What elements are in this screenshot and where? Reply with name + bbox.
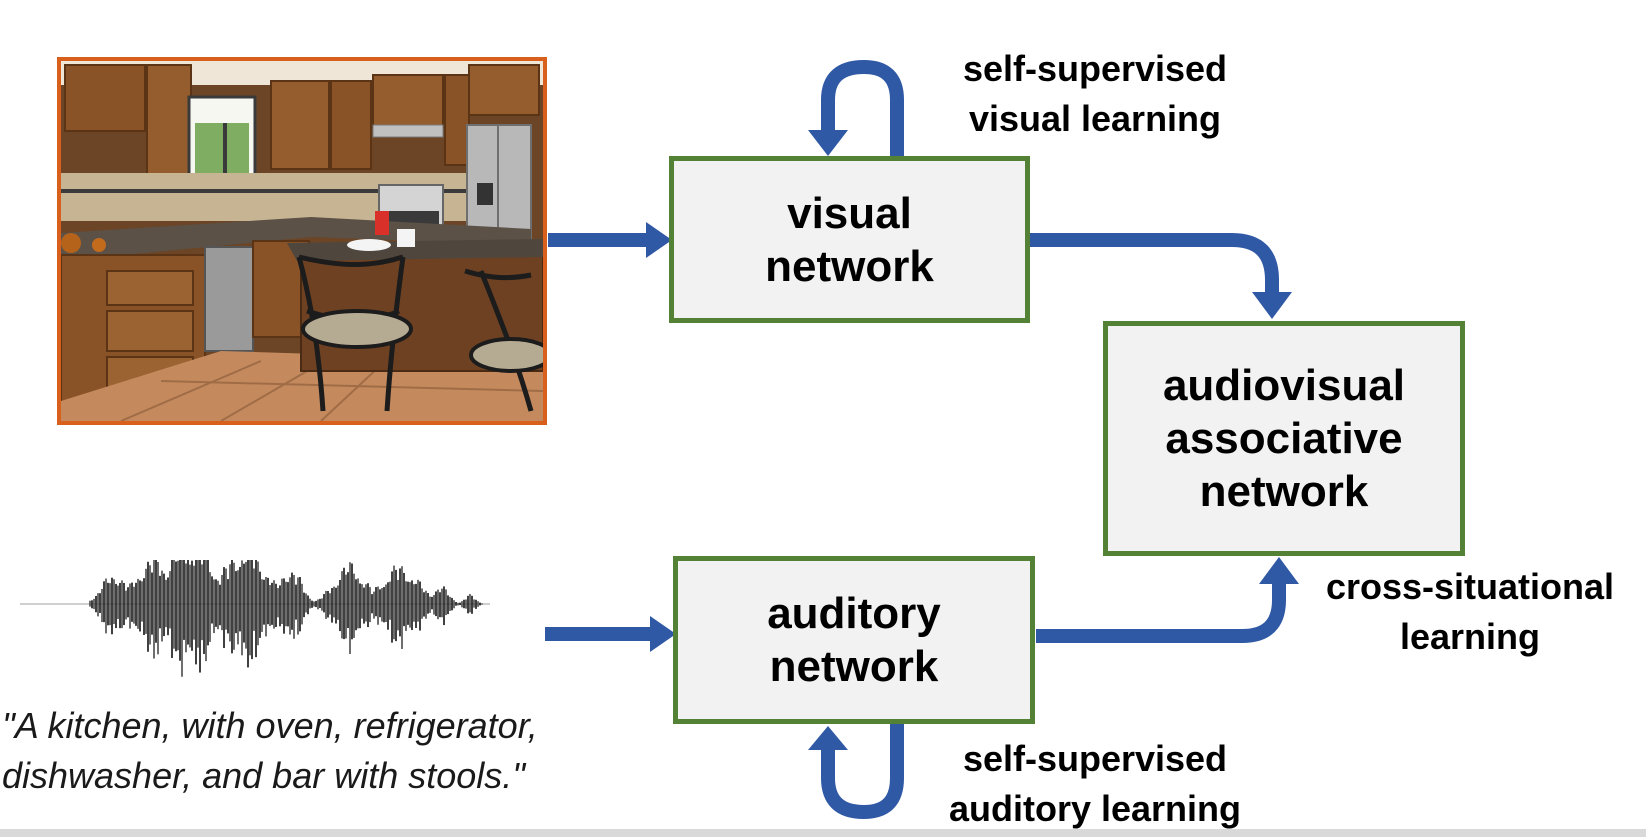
- arrow-visual-to-av-line: [1030, 233, 1279, 294]
- arrow-visual-self-loop-line: [821, 60, 904, 156]
- arrow-auditory-self-loop-line: [821, 724, 904, 819]
- kitchen-photo: [57, 57, 547, 425]
- visual-self-supervised-label: self-supervised visual learning: [962, 48, 1228, 139]
- cross-situational-label: cross-situational learning: [1325, 566, 1615, 657]
- auditory-network-node: auditory network: [673, 556, 1035, 724]
- audiovisual-associative-network-node: audiovisual associative network: [1103, 321, 1465, 556]
- arrow-auditory-to-av-head: [1259, 557, 1299, 584]
- waveform-signal: [89, 560, 483, 677]
- speech-caption: "A kitchen, with oven, refrigerator, dis…: [2, 705, 538, 796]
- visual-network-node: visual network: [669, 156, 1030, 323]
- bottom-rule: [0, 829, 1646, 837]
- visual-network-label: visual network: [765, 188, 934, 291]
- arrow-visual-to-av-head: [1252, 292, 1292, 319]
- speech-waveform: [20, 560, 490, 677]
- auditory-self-supervised-label: self-supervised auditory learning: [948, 738, 1242, 829]
- arrow-photo-to-visual-head: [646, 222, 672, 258]
- auditory-network-label: auditory network: [767, 589, 941, 691]
- arrow-audio-to-auditory-head: [650, 616, 676, 652]
- arrow-auditory-to-av-line: [1036, 582, 1286, 643]
- audiovisual-network-label: audiovisual associative network: [1162, 361, 1406, 516]
- arrow-auditory-self-loop-head: [808, 726, 848, 750]
- arrow-visual-self-loop-head: [808, 130, 848, 156]
- kitchen-illustration: [61, 61, 543, 421]
